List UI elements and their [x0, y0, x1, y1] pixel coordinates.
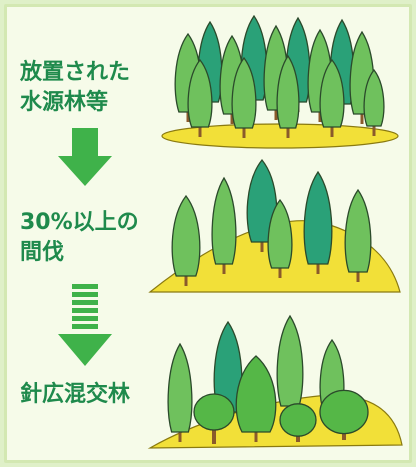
broadleaf-tree [193, 393, 235, 444]
conifer-tree [231, 56, 257, 138]
stage-label-mixed-forest: 針広混交林 [20, 380, 130, 410]
conifer-tree [246, 158, 278, 252]
dashed-down-arrow-icon [58, 284, 112, 366]
stage-label-line: 針広混交林 [20, 382, 131, 407]
thinned-forest-scene [148, 158, 401, 293]
conifer-tree [363, 68, 385, 136]
broadleaf-tree [319, 389, 369, 440]
stage-label-abandoned: 放置された 水源林等 [20, 58, 130, 118]
mixed-forest-scene [147, 314, 403, 449]
conifer-tree [344, 188, 372, 282]
conifer-tree [276, 314, 304, 416]
stage-label-line: 水源林等 [20, 90, 109, 115]
conifer-tree [171, 194, 201, 286]
stage-label-line: 放置された [20, 60, 131, 85]
conifer-tree [235, 355, 277, 442]
conifer-tree [319, 58, 345, 137]
conifer-tree [303, 170, 333, 274]
stage-label-thinning: 30%以上の 間伐 [20, 208, 139, 268]
conifer-tree [267, 198, 293, 278]
conifer-tree [167, 342, 193, 442]
stage-label-line: 30%以上の [20, 210, 139, 235]
conifer-tree [276, 54, 300, 138]
conifer-tree [187, 58, 213, 137]
broadleaf-tree [279, 403, 317, 442]
dense-forest-scene [161, 14, 399, 149]
conifer-tree [211, 176, 237, 274]
solid-down-arrow-icon [58, 128, 112, 186]
stage-label-line: 間伐 [20, 240, 65, 265]
